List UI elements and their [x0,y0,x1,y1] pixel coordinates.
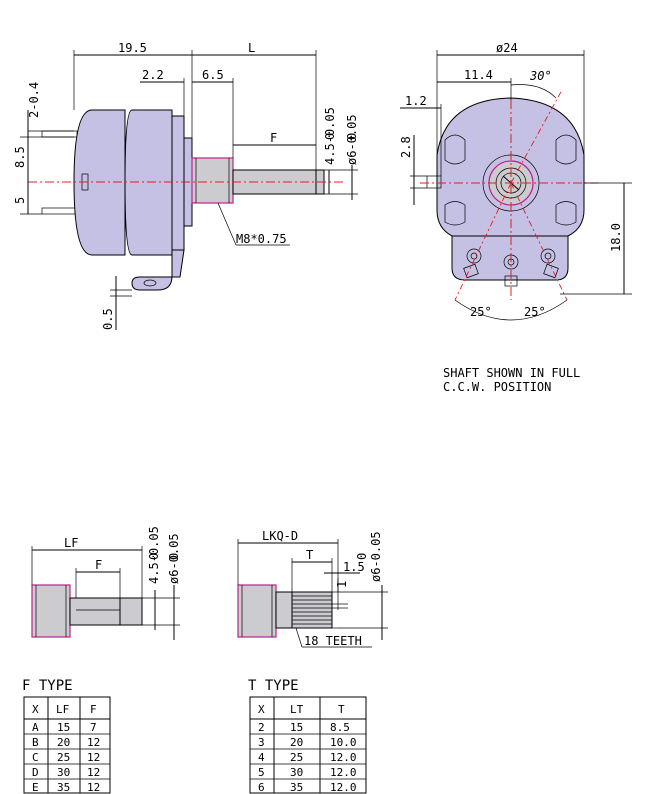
threaded-bushing [191,157,234,204]
table-cell: C [32,751,39,764]
table-cell: 6 [258,781,265,794]
dim-18: 18.0 [609,223,623,252]
table-cell: B [32,736,39,749]
dim-2-8: 2.8 [399,136,413,158]
f-shaft-body [69,597,121,626]
table-cell: 12 [87,736,100,749]
left-tab-bottom [444,201,466,226]
table-cell: 12 [87,766,100,779]
f-header-f: F [90,703,97,716]
dim-4-5: 4.5-0.05 [323,107,337,165]
angle-25-right: 25° [524,305,546,319]
table-cell: 30 [290,766,303,779]
f-dim-LF: LF [64,536,78,550]
f-table-title: F TYPE [22,678,73,694]
table-cell: 15 [290,721,303,734]
table-cell: D [32,766,39,779]
t-dim-6-zero: 0 [355,553,369,560]
table-cell: 20 [57,736,70,749]
t-dim-T: T [306,548,313,562]
table-cell: 20 [290,736,303,749]
table-cell: 15 [57,721,70,734]
f-dim-6-zero: 0 [167,553,181,560]
f-dim-F: F [95,558,102,572]
note-line-1: SHAFT SHOWN IN FULL [443,366,580,380]
table-cell: 3 [258,736,265,749]
terminal-board [451,235,569,281]
table-cell: A [32,721,39,734]
dim-0-5: 0.5 [101,308,115,330]
table-cell: 8.5 [330,721,350,734]
t-dim-1: 1 [335,581,349,588]
table-cell: 12.0 [330,766,357,779]
f-header-lf: LF [56,703,69,716]
t-dim-6: ø6-0.05 [369,531,383,582]
terminal-top [41,130,78,138]
table-cell: 35 [57,781,70,794]
thread-label: M8*0.75 [236,232,287,246]
t-type-table: T TYPE X LT T 2 15 8.5 3 20 10.0 4 25 12… [248,678,367,794]
table-cell: 12.0 [330,781,357,794]
t-dim-LKQ: LKQ-D [262,529,298,543]
dim-2-0-4: 2-0.4 [27,82,41,118]
f-dim-6: ø6-0.05 [167,533,181,584]
table-cell: E [32,781,39,794]
t-header-lt: LT [290,703,304,716]
t-shaft-detail: LKQ-D T 1.5 1 0 ø6-0.05 18 TEETH [237,529,388,648]
bracket [171,115,185,251]
mounting-lug [131,249,185,291]
dim-6-zero: 0 [345,133,359,140]
dim-1-2: 1.2 [405,94,427,108]
terminal-bottom [41,207,78,215]
dim-4-5-zero: 0 [323,133,337,140]
table-cell: 5 [258,766,265,779]
dim-2-2: 2.2 [142,68,164,82]
f-dim-4-5: 4.5-0.05 [147,526,161,584]
locating-pin [426,175,442,189]
table-cell: 2 [258,721,265,734]
t-header-t: T [338,703,345,716]
dim-6-5: 6.5 [202,68,224,82]
dim-11-4: 11.4 [464,68,493,82]
dim-19-5: 19.5 [118,41,147,55]
table-cell: 25 [290,751,303,764]
dim-24: ø24 [496,41,518,55]
note-line-2: C.C.W. POSITION [443,380,551,394]
dim-8-5: 8.5 [13,146,27,168]
t-table-title: T TYPE [248,678,299,694]
t-knurled-shaft [291,591,333,629]
f-dim-4-5-zero: 0 [147,553,161,560]
table-cell: 10.0 [330,736,357,749]
table-cell: 30 [57,766,70,779]
table-cell: 12.0 [330,751,357,764]
t-header-x: X [258,703,265,716]
left-tab-top [444,134,466,165]
table-cell: 25 [57,751,70,764]
dim-F: F [270,131,277,145]
t-bushing [237,584,277,638]
angle-30: 30° [529,69,552,83]
t-teeth-label: 18 TEETH [304,634,362,648]
dim-L: L [248,41,255,55]
angle-25-left: 25° [470,305,492,319]
table-cell: 12 [87,781,100,794]
right-tab-top [555,134,577,165]
f-type-table: F TYPE X LF F A 15 7 B 20 12 C 25 12 D 3… [22,678,111,794]
side-view: 19.5 L 2.2 6.5 F 0 4.5-0.05 0 ø6-0.05 2-… [13,41,359,330]
dim-6: ø6-0.05 [345,114,359,165]
f-shaft-detail: LF F 0 4.5-0.05 0 ø6-0.05 [31,526,181,640]
table-cell: 35 [290,781,303,794]
right-tab-bottom [555,201,577,226]
table-cell: 4 [258,751,265,764]
dim-5: 5 [13,197,27,204]
table-cell: 12 [87,751,100,764]
f-bushing [31,584,71,638]
front-view: ø24 11.4 30° 1.2 2.8 18.0 25° 25° [399,41,632,321]
table-cell: 7 [90,721,97,734]
t-dim-1-5: 1.5 [343,560,365,574]
f-header-x: X [32,703,39,716]
